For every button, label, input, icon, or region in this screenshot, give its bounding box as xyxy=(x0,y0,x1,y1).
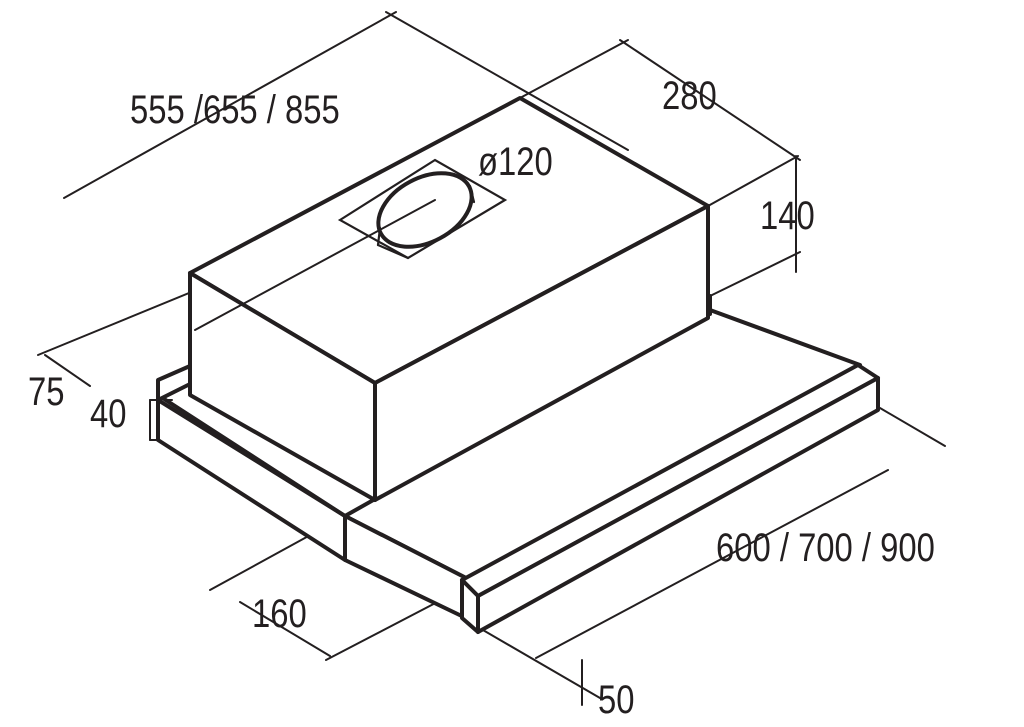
label-body-height: 40 xyxy=(90,392,127,436)
centerline xyxy=(194,199,436,331)
label-motor-height: 140 xyxy=(760,194,815,238)
label-depth: 280 xyxy=(662,74,717,118)
label-top-width: 555 /655 / 855 xyxy=(130,88,340,132)
duct-outlet xyxy=(337,158,508,260)
label-handle-depth: 50 xyxy=(598,678,635,722)
label-slide-depth: 160 xyxy=(252,592,307,636)
label-duct-diameter: ø120 xyxy=(478,140,553,184)
front-handle xyxy=(460,363,880,634)
label-slide-width: 600 / 700 / 900 xyxy=(716,526,935,570)
motor-housing xyxy=(188,96,710,502)
label-front-offset: 75 xyxy=(28,370,65,414)
